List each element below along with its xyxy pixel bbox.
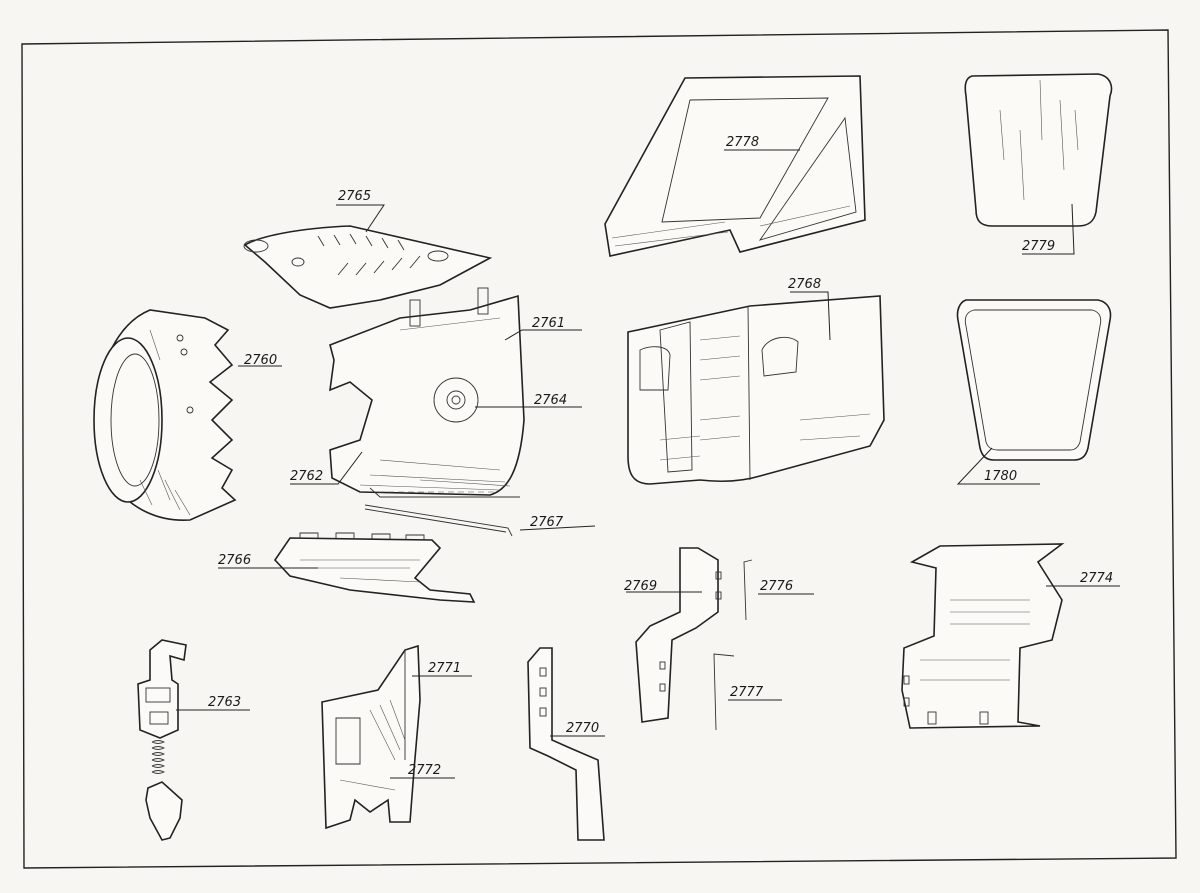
leader-2761 [504, 329, 582, 341]
part-2776-l-pin [743, 559, 753, 621]
label-2770: 2770 [566, 721, 599, 736]
label-2762: 2762 [290, 469, 323, 484]
leader-2768 [790, 291, 831, 341]
part-2777-l-pin [713, 653, 735, 731]
label-2769: 2769 [624, 579, 657, 594]
part-2774-seat-base [901, 543, 1065, 729]
leader-2762 [290, 451, 363, 485]
label-2779: 2779 [1022, 239, 1055, 254]
part-2778-frame [604, 75, 866, 257]
part-2770-z-bracket [527, 647, 605, 841]
label-2772: 2772 [408, 763, 441, 778]
part-1780-gasket [956, 299, 1112, 461]
part-2763-latch [137, 639, 187, 841]
label-2766: 2766 [218, 553, 251, 568]
label-2774: 2774 [1080, 571, 1113, 586]
part-2767-rod [364, 504, 513, 537]
part-2760-shroud [93, 309, 237, 521]
part-2771-angled-plate [321, 644, 421, 830]
label-2763: 2763 [208, 695, 241, 710]
label-2760: 2760 [244, 353, 277, 368]
part-2765-top-cover [243, 225, 493, 309]
leader-2779 [1022, 203, 1075, 255]
label-1780: 1780 [984, 469, 1017, 484]
drawing-frame [21, 29, 1177, 869]
label-2767: 2767 [530, 515, 564, 530]
part-2766-lower-bracket [273, 532, 476, 603]
leader-1780 [956, 447, 1040, 485]
label-2764: 2764 [534, 393, 567, 408]
part-2761-side-panel [329, 287, 525, 498]
part-2779-panel [964, 73, 1113, 227]
label-2761: 2761 [532, 316, 565, 331]
label-2768: 2768 [788, 277, 821, 292]
label-2778: 2778 [726, 135, 759, 150]
label-2771: 2771 [428, 661, 461, 676]
part-2764-boss [433, 377, 479, 423]
label-2776: 2776 [760, 579, 793, 594]
label-2765: 2765 [338, 189, 371, 204]
leader-2767 [519, 525, 596, 531]
part-2769-bent-bracket [635, 547, 722, 723]
label-2777: 2777 [730, 685, 764, 700]
part-2768-enclosure [627, 295, 885, 485]
leader-2765 [336, 204, 385, 233]
